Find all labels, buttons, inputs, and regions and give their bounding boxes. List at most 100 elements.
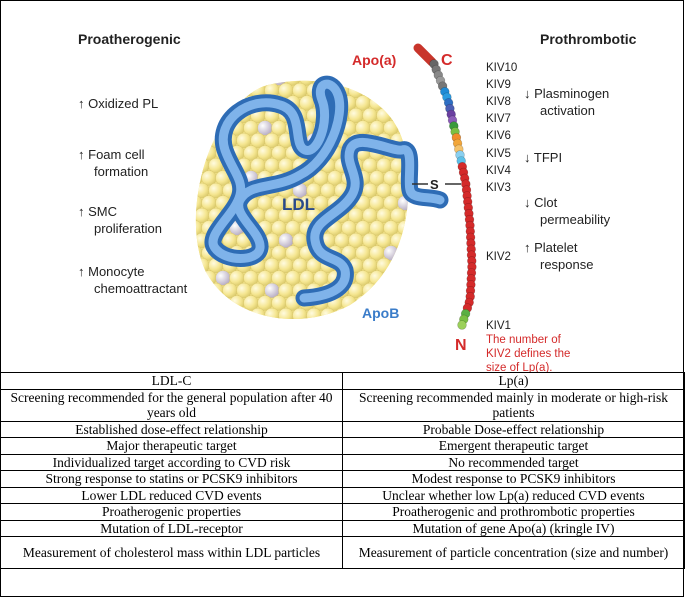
lipid-sphere xyxy=(397,80,409,86)
effect-platelet-line2: response xyxy=(540,257,593,272)
kiv4-label: KIV4 xyxy=(486,165,512,177)
lipid-sphere xyxy=(201,295,217,311)
lipid-sphere xyxy=(404,307,409,320)
lipid-sphere xyxy=(334,307,350,320)
lipid-sphere xyxy=(208,307,224,320)
lipid-sphere xyxy=(397,270,409,286)
table-cell: Emergent therapeutic target xyxy=(342,437,685,455)
effect-monocyte: ↑ Monocyte xyxy=(78,264,145,279)
lipid-sphere xyxy=(236,307,252,320)
effect-plasminogen: ↓ Plasminogen xyxy=(524,86,609,101)
lipid-sphere xyxy=(230,321,245,336)
lipid-sphere xyxy=(383,95,399,111)
protease-domain xyxy=(413,43,437,67)
prothrombotic-effects: ↓ Plasminogen activation ↓ TFPI ↓ Clot p… xyxy=(524,86,611,272)
lipid-sphere xyxy=(404,107,409,124)
lipid-sphere xyxy=(195,295,203,311)
lipid-sphere xyxy=(195,145,203,161)
table-row: Proatherogenic properties Proatherogenic… xyxy=(0,503,685,521)
lipid-sphere xyxy=(286,321,301,336)
table-cell: Individualized target according to CVD r… xyxy=(0,453,343,471)
lipid-sphere xyxy=(306,307,322,320)
lipid-sphere xyxy=(412,121,427,136)
effect-monocyte-line2: chemoattractant xyxy=(94,281,188,296)
lipid-sphere xyxy=(258,321,273,336)
lipid-sphere xyxy=(195,80,203,86)
effect-smc-line2: proliferation xyxy=(94,221,162,236)
lipid-sphere xyxy=(222,82,238,99)
table-row: Mutation of LDL-receptor Mutation of gen… xyxy=(0,519,685,537)
apoa-chain xyxy=(413,43,477,330)
lipid-sphere xyxy=(208,82,224,99)
lipid-sphere xyxy=(272,321,287,336)
lipid-sphere xyxy=(376,82,392,99)
lipid-sphere xyxy=(195,82,210,99)
lipid-sphere xyxy=(195,282,210,299)
lipid-sphere xyxy=(264,307,280,320)
lipid-sphere xyxy=(369,80,385,86)
lipid-sphere xyxy=(412,246,427,261)
table-cell: Lower LDL reduced CVD events xyxy=(0,486,343,504)
prothrombotic-heading: Prothrombotic xyxy=(540,31,637,47)
lipid-sphere xyxy=(229,80,245,86)
header-lp-a: Lp(a) xyxy=(342,372,685,390)
lipid-sphere xyxy=(195,132,210,149)
lipid-sphere xyxy=(202,321,217,336)
lipid-sphere xyxy=(412,221,427,236)
lipid-sphere xyxy=(320,307,336,320)
lipid-sphere xyxy=(195,307,210,320)
table-cell: Measurement of particle concentration (s… xyxy=(342,536,685,569)
lipid-sphere xyxy=(328,321,343,336)
lipid-sphere xyxy=(188,321,203,336)
table-cell: Measurement of cholesterol mass within L… xyxy=(0,536,343,569)
lipid-sphere xyxy=(404,282,409,299)
kiv1-label: KIV1 xyxy=(486,320,511,332)
kiv6-label: KIV6 xyxy=(486,130,511,142)
lipid-sphere xyxy=(243,80,259,86)
table-row: Measurement of cholesterol mass within L… xyxy=(0,536,685,569)
lipid-sphere xyxy=(195,107,210,124)
c-terminal-label: C xyxy=(441,52,453,69)
table-row: Major therapeutic target Emergent therap… xyxy=(0,437,685,455)
lipid-sphere xyxy=(215,295,231,311)
lipid-sphere xyxy=(356,321,371,336)
lipid-sphere xyxy=(244,321,259,336)
proatherogenic-heading: Proatherogenic xyxy=(78,31,181,47)
kiv2-note: The number of KIV2 defines the size of L… xyxy=(486,334,570,374)
effect-oxidized-pl: ↑ Oxidized PL xyxy=(78,96,158,111)
comparison-table: LDL-C Lp(a) Screening recommended for th… xyxy=(0,372,685,569)
note-line-3: size of Lp(a). xyxy=(486,362,552,372)
table-cell: Proatherogenic properties xyxy=(0,503,343,521)
lipid-sphere xyxy=(278,307,294,320)
lipid-sphere xyxy=(412,271,427,286)
apoa-label: Apo(a) xyxy=(352,52,396,68)
table-row: Individualized target according to CVD r… xyxy=(0,453,685,471)
lipid-sphere xyxy=(215,95,231,111)
table-cell: Screening recommended for the general po… xyxy=(0,388,343,422)
lipid-sphere xyxy=(216,321,231,336)
kiv9-label: KIV9 xyxy=(486,79,511,91)
lipid-sphere xyxy=(292,307,308,320)
table-cell: Unclear whether low Lp(a) reduced CVD ev… xyxy=(342,486,685,504)
disulfide-label: S xyxy=(430,177,439,192)
lipid-sphere xyxy=(412,71,427,86)
n-terminal-label: N xyxy=(455,337,467,354)
lipid-sphere xyxy=(299,80,315,86)
lipid-sphere xyxy=(341,80,357,86)
table-cell: Screening recommended mainly in moderate… xyxy=(342,388,685,422)
lipid-sphere xyxy=(229,295,245,311)
kiv5-label: KIV5 xyxy=(486,148,511,160)
lipid-sphere xyxy=(195,270,203,286)
lipid-sphere xyxy=(300,321,315,336)
apob-label: ApoB xyxy=(362,305,399,321)
lipid-sphere xyxy=(397,295,409,311)
lipid-sphere xyxy=(384,321,399,336)
table-row: Screening recommended for the general po… xyxy=(0,388,685,422)
table-row: Strong response to statins or PCSK9 inhi… xyxy=(0,470,685,488)
disulfide-bridge: S xyxy=(412,177,461,192)
lipid-sphere xyxy=(201,95,217,111)
lipid-sphere xyxy=(201,80,217,86)
effect-platelet: ↑ Platelet xyxy=(524,240,578,255)
lipid-sphere xyxy=(397,95,409,111)
